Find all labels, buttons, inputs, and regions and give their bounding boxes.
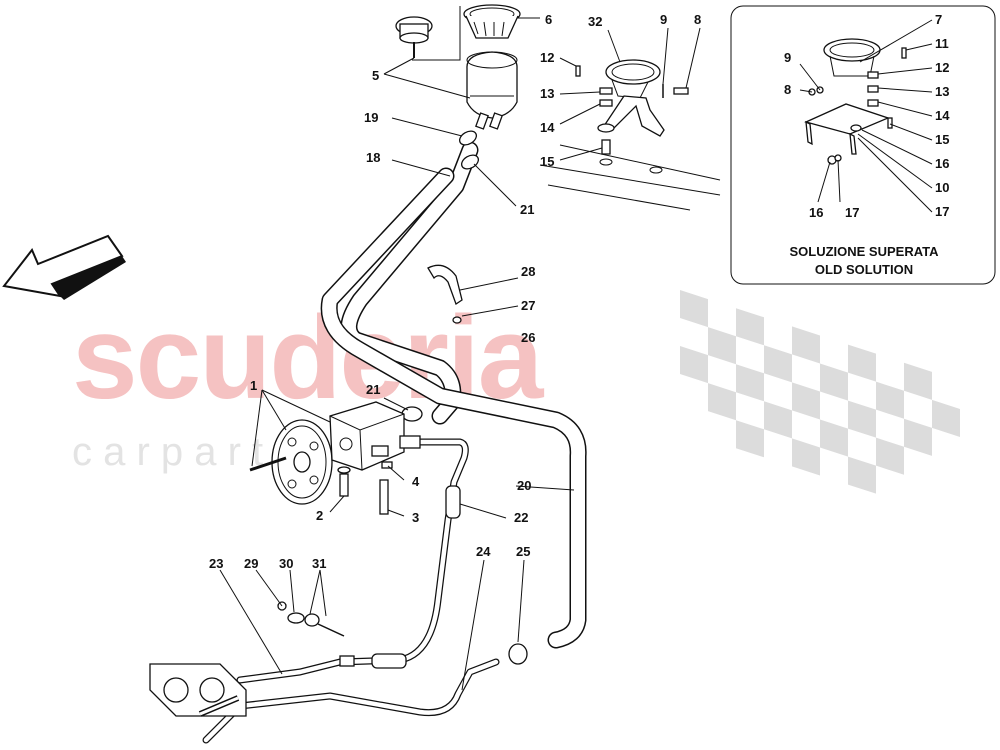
tube-clips <box>277 601 345 637</box>
callout-15: 15 <box>540 154 554 169</box>
callout-20: 20 <box>517 478 531 493</box>
power-steering-pump <box>249 401 405 515</box>
callout-23: 23 <box>209 556 223 571</box>
callout-16b: 16 <box>935 156 949 171</box>
callout-22: 22 <box>514 510 528 525</box>
callout-24: 24 <box>476 544 491 559</box>
callout-29: 29 <box>244 556 258 571</box>
callout-16: 16 <box>809 205 823 220</box>
callout-8b: 8 <box>784 82 791 97</box>
callout-18: 18 <box>366 150 380 165</box>
callout-25: 25 <box>516 544 530 559</box>
hose-clamps <box>401 130 528 665</box>
pressure-line <box>236 435 469 684</box>
callout-30: 30 <box>279 556 293 571</box>
callout-10: 10 <box>935 180 949 195</box>
direction-arrow-icon <box>2 234 126 300</box>
callout-31: 31 <box>312 556 326 571</box>
callout-6: 6 <box>545 12 552 27</box>
inset-old-solution: 7 11 12 13 14 15 16 10 17 9 8 16 17 SOLU… <box>730 5 996 285</box>
reservoir-filter <box>463 4 521 39</box>
callout-14b: 14 <box>935 108 950 123</box>
callout-26: 26 <box>521 330 535 345</box>
callout-19: 19 <box>364 110 378 125</box>
inset-caption-en: OLD SOLUTION <box>815 262 913 277</box>
callout-27: 27 <box>521 298 535 313</box>
callout-14: 14 <box>540 120 555 135</box>
inset-bracket <box>804 38 907 165</box>
checkered-flag-watermark <box>680 290 960 494</box>
fluid-reservoir <box>466 51 518 130</box>
callout-32: 32 <box>588 14 602 29</box>
callout-21b: 21 <box>366 382 380 397</box>
callout-12b: 12 <box>935 60 949 75</box>
callout-9b: 9 <box>784 50 791 65</box>
chassis-plate <box>539 144 721 211</box>
callouts: 6 5 32 9 8 12 13 14 15 19 18 21 28 27 26… <box>209 12 701 571</box>
callout-2: 2 <box>316 508 323 523</box>
callout-3: 3 <box>412 510 419 525</box>
watermark: scuderia c a r p a r t s <box>72 290 960 494</box>
callout-13: 13 <box>540 86 554 101</box>
steering-rack-mount <box>149 663 247 717</box>
inset-leaders <box>799 19 933 213</box>
inset-caption-it: SOLUZIONE SUPERATA <box>789 244 939 259</box>
suction-hose <box>320 141 587 649</box>
callout-15b: 15 <box>935 132 949 147</box>
reservoir-bracket <box>575 59 689 155</box>
callout-12: 12 <box>540 50 554 65</box>
callout-13b: 13 <box>935 84 949 99</box>
callout-9: 9 <box>660 12 667 27</box>
callout-1: 1 <box>250 378 257 393</box>
callout-17: 17 <box>845 205 859 220</box>
callout-7: 7 <box>935 12 942 27</box>
reservoir-cap <box>395 16 433 58</box>
callout-11: 11 <box>935 36 949 51</box>
callout-28: 28 <box>521 264 535 279</box>
leader-lines <box>219 17 701 691</box>
callout-4: 4 <box>412 474 420 489</box>
callout-5: 5 <box>372 68 379 83</box>
callout-17b: 17 <box>935 204 949 219</box>
callout-21: 21 <box>520 202 534 217</box>
callout-8: 8 <box>694 12 701 27</box>
return-line <box>202 658 500 744</box>
